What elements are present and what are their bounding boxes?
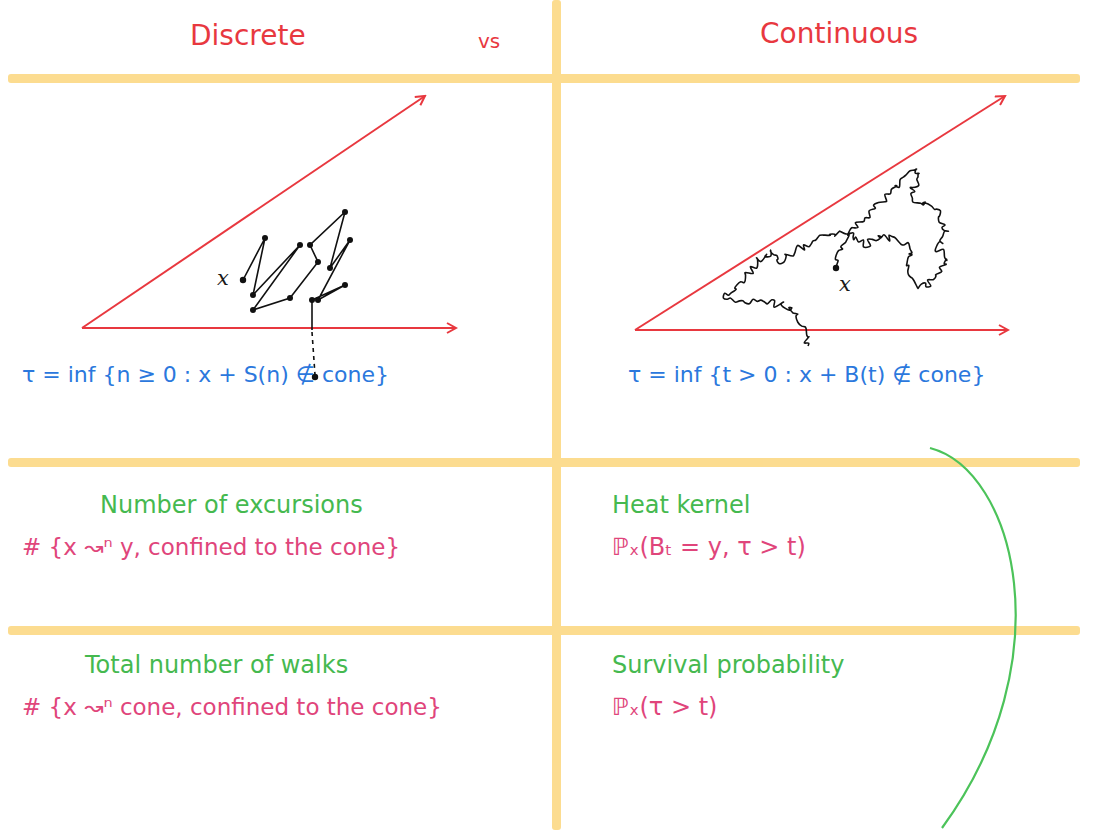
row-heading: Survival probability [612,652,844,680]
walk-dot [315,297,321,303]
walk-dot [347,237,353,243]
cone-edge [635,329,1008,331]
column-heading: Continuous [760,18,918,50]
walk-dot [342,282,348,288]
walk-dot [240,277,246,283]
grid-band [8,458,1080,467]
versus-word: vs [478,30,500,53]
walk-dot [297,242,303,248]
walk-dot [307,242,313,248]
grid-band [8,74,1080,83]
walk-dot [315,259,321,265]
walk-dot [309,297,315,303]
walk-dot [262,235,268,241]
brownian-motion [723,169,948,346]
walk-steps [240,209,353,380]
walk-dot [342,209,348,215]
walk-dot [287,295,293,301]
walk-dot [250,307,256,313]
cone [82,96,456,328]
cone-edge [635,96,1005,330]
row-heading: Total number of walks [85,652,348,680]
cone-edge [82,327,456,329]
column-heading: Discrete [190,20,306,52]
row-heading: Heat kernel [612,492,750,520]
grid-band [552,0,561,830]
start-point: x [839,272,851,296]
probability-formula: ℙₓ(τ > t) [612,694,717,722]
green-curve [930,448,1016,828]
row-heading: Number of excursions [100,492,363,520]
exit-time-formula: τ = inf {n ≥ 0 : x + S(n) ∉ cone} [22,362,389,387]
grid-bands [8,0,1080,830]
grid-band [8,626,1080,635]
start-point: x [217,266,229,290]
cone-edge [82,96,425,328]
walk-path [243,212,350,330]
walk-dot [250,292,256,298]
count-formula: # {x ↝ⁿ cone, confined to the cone} [22,694,442,720]
walk-dot [327,265,333,271]
exit-time-formula: τ = inf {t > 0 : x + B(t) ∉ cone} [628,362,985,387]
count-formula: # {x ↝ⁿ y, confined to the cone} [22,534,400,560]
start-dot [833,265,839,271]
probability-formula: ℙₓ(Bₜ = y, τ > t) [612,534,806,562]
brownian-path [723,169,948,346]
random-walk [240,209,353,380]
cone [635,96,1008,330]
